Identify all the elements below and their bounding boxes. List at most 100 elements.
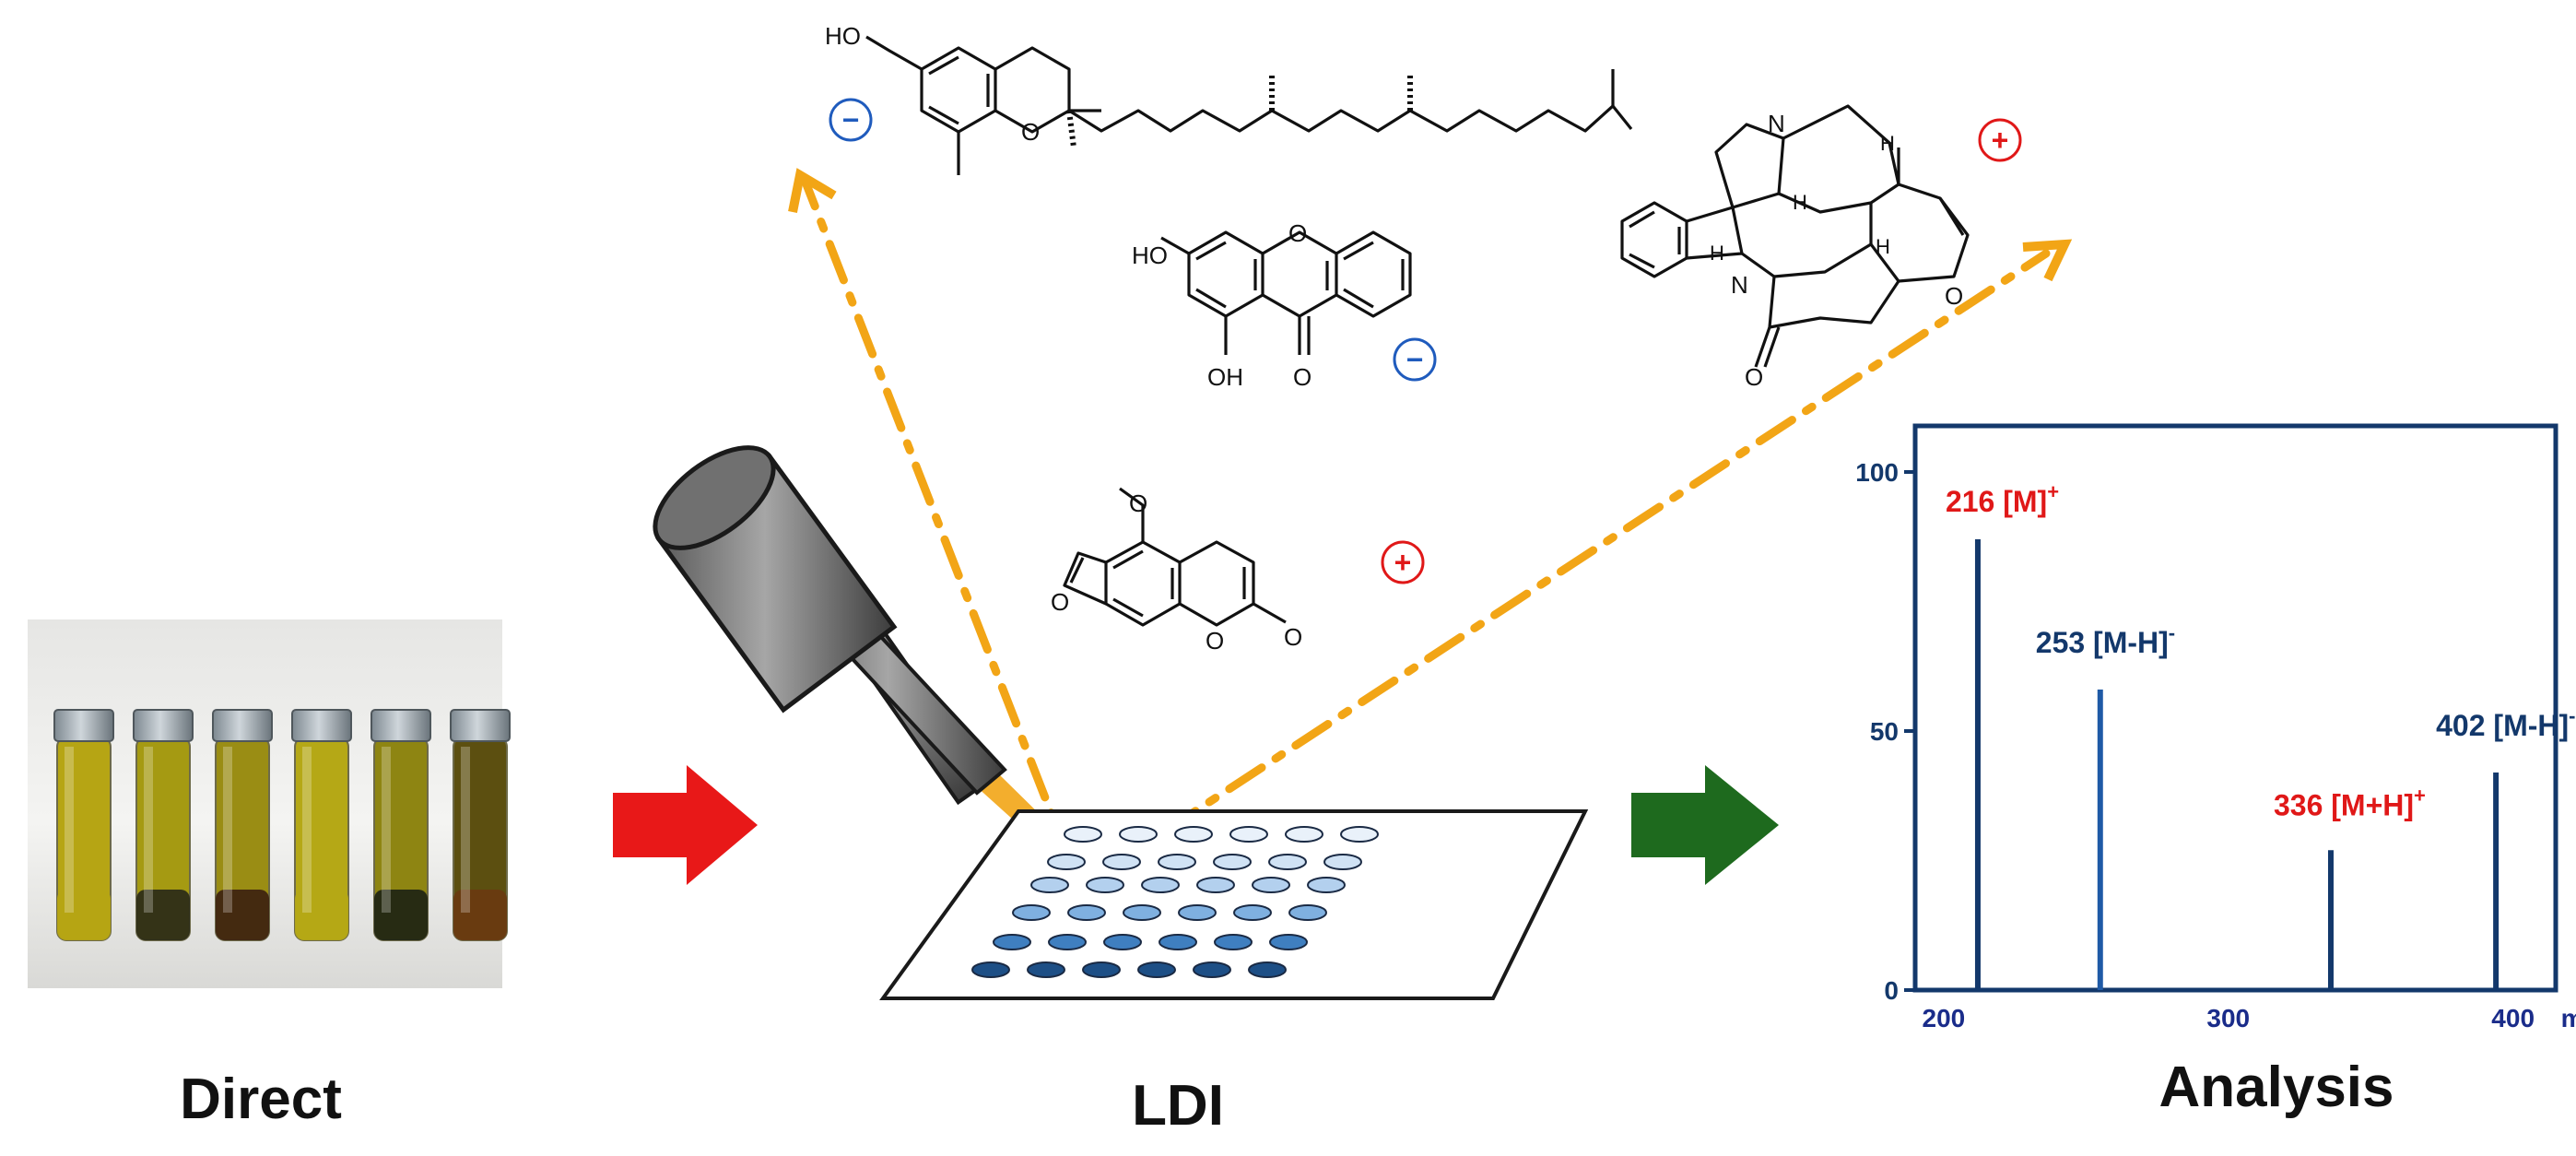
vial-cap	[450, 709, 511, 742]
plate-well	[993, 934, 1031, 950]
stage-label-analysis: Analysis	[2158, 1056, 2394, 1119]
strychnine-n-amide: N	[1731, 271, 1748, 299]
y-tick-label: 50	[1870, 717, 1899, 746]
beam-arrows	[802, 180, 2051, 880]
plate-well	[1064, 826, 1102, 843]
strychnine-o-keto: O	[1745, 363, 1763, 391]
plate-well	[1119, 826, 1158, 843]
vial	[450, 709, 511, 941]
plate-well	[1082, 961, 1121, 978]
plate-well	[1268, 854, 1307, 870]
x-axis-label: m/z	[2561, 1004, 2576, 1032]
plate-well	[1214, 934, 1253, 950]
peak-label: 216 [M]+	[1946, 480, 2059, 518]
tocopherol-o: O	[1021, 118, 1040, 146]
plate-well	[1233, 904, 1272, 921]
chrysin-oh: OH	[1207, 363, 1243, 391]
peak-label: 253 [M-H]-	[2036, 621, 2175, 659]
chart-frame	[1912, 423, 2558, 993]
vial	[212, 709, 273, 941]
psoralen-charge: +	[1394, 546, 1412, 579]
positive-charge-icon: +	[1381, 540, 1425, 584]
vial-group	[53, 709, 511, 941]
peak-label: 336 [M+H]+	[2274, 784, 2426, 821]
tocopherol-charge: −	[842, 103, 860, 136]
x-tick-label: 200	[1923, 1004, 1966, 1032]
strychnine-h2: H	[1710, 242, 1724, 265]
plate-well	[1027, 961, 1065, 978]
vial	[291, 709, 352, 941]
vial	[133, 709, 194, 941]
beam-arrow-left	[802, 180, 1078, 876]
vial-cap	[291, 709, 352, 742]
vial-cap	[371, 709, 431, 742]
plate-well	[1141, 877, 1180, 893]
plate-well	[1030, 877, 1069, 893]
plate-well	[1340, 826, 1379, 843]
strychnine-charge: +	[1992, 124, 2009, 157]
strychnine-h1: H	[1793, 191, 1807, 214]
plate-well	[1012, 904, 1051, 921]
molecule-tocopherol	[865, 35, 1633, 175]
sample-plate	[879, 809, 1589, 1000]
positive-charge-icon: +	[1978, 118, 2022, 162]
tocopherol-ho: HO	[825, 22, 861, 50]
strychnine-h4: H	[1876, 235, 1890, 258]
plate-well	[1193, 961, 1231, 978]
vial	[371, 709, 431, 941]
mass-spectrum-chart: 100 50 0 200 300 400 m/z 216 [M]+ 253 [M-H]- 336…	[1855, 423, 2576, 1032]
laser-icon	[653, 445, 1108, 894]
plate-well	[1102, 854, 1141, 870]
plate-well	[1047, 854, 1086, 870]
vial-cap	[53, 709, 114, 742]
red-arrow-icon	[613, 765, 758, 885]
arrowhead-left-icon	[788, 168, 837, 213]
chrysin-o-ring: O	[1288, 219, 1307, 247]
negative-charge-icon: −	[1393, 337, 1437, 382]
strychnine-n-top: N	[1768, 110, 1785, 137]
plate-well	[1137, 961, 1176, 978]
plate-well	[1067, 904, 1106, 921]
psoralen-o-keto: O	[1284, 623, 1302, 651]
vial	[53, 709, 114, 941]
stage-label-ldi: LDI	[1132, 1074, 1224, 1138]
chrysin-o-keto: O	[1293, 363, 1312, 391]
negative-charge-icon: −	[829, 98, 873, 142]
y-tick-label: 0	[1884, 976, 1899, 1005]
plate-well	[971, 961, 1010, 978]
green-arrow-icon	[1631, 765, 1779, 885]
y-tick-label: 100	[1855, 458, 1899, 487]
plate-well	[1213, 854, 1252, 870]
strychnine-o-ether: O	[1945, 282, 1963, 310]
plate-well	[1158, 854, 1196, 870]
plate-well	[1196, 877, 1235, 893]
plate-well	[1178, 904, 1217, 921]
plate-well	[1248, 961, 1287, 978]
strychnine-h3: H	[1880, 132, 1895, 155]
plate-well	[1229, 826, 1268, 843]
chart-ticks: 100 50 0 200 300 400 m/z	[1855, 458, 2576, 1032]
molecule-methoxypsoralen	[1063, 487, 1287, 627]
chart-peaks: 216 [M]+ 253 [M-H]- 336 [M+H]+ 402 [M-H]-	[1946, 480, 2575, 990]
arrowhead-right-icon	[2022, 239, 2073, 282]
vial-cap	[212, 709, 273, 742]
vials-photo	[28, 619, 511, 988]
molecule-chrysin	[1160, 230, 1412, 355]
x-tick-label: 400	[2491, 1004, 2535, 1032]
x-tick-label: 300	[2206, 1004, 2250, 1032]
plate-well	[1086, 877, 1124, 893]
plate-well	[1323, 854, 1362, 870]
vial-cap	[133, 709, 194, 742]
plate-well	[1123, 904, 1161, 921]
psoralen-o-furan: O	[1051, 588, 1069, 616]
plate-well	[1288, 904, 1327, 921]
plate-well	[1174, 826, 1213, 843]
plate-well	[1285, 826, 1323, 843]
psoralen-o-methoxy: O	[1129, 490, 1147, 517]
chrysin-ho: HO	[1132, 242, 1168, 269]
peak-label: 402 [M-H]-	[2436, 704, 2575, 742]
molecule-strychnine	[1620, 104, 1970, 368]
plate-well	[1048, 934, 1087, 950]
stage-label-direct: Direct	[180, 1068, 342, 1131]
